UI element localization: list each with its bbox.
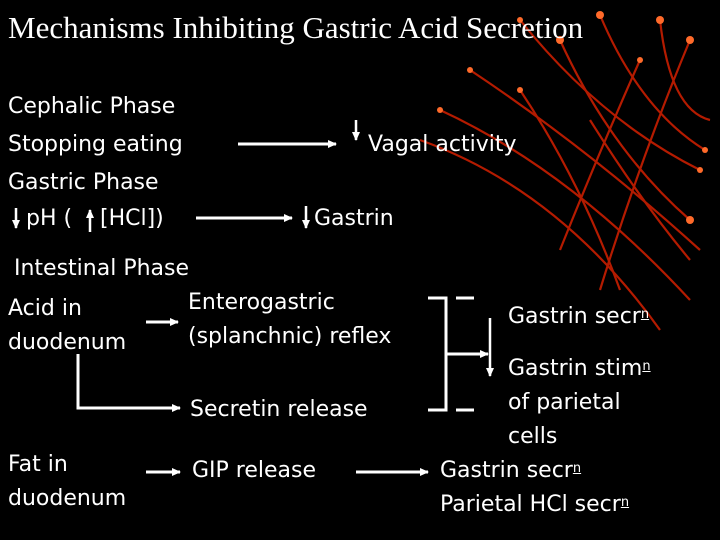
fat-line2: duodenum bbox=[8, 486, 127, 511]
gastric-cause-hcl: [HCl]) bbox=[100, 206, 164, 231]
arrow-acid-secretin bbox=[76, 354, 181, 412]
outcome-gastrin-secr-2: Gastrin secrn bbox=[440, 458, 582, 483]
reflex-line2: (splanchnic) reflex bbox=[188, 324, 392, 349]
bracket-reflex-secretin bbox=[428, 296, 448, 412]
gastric-effect: Gastrin bbox=[314, 206, 394, 231]
cephalic-effect: Vagal activity bbox=[368, 132, 517, 157]
outcome-cells: cells bbox=[508, 424, 558, 449]
gastric-cause-ph: pH ( bbox=[26, 206, 73, 231]
gip-release: GIP release bbox=[192, 458, 317, 483]
outcome-gastrin-stim: Gastrin stimn bbox=[508, 356, 651, 381]
slide-title: Mechanisms Inhibiting Gastric Acid Secre… bbox=[8, 10, 584, 45]
secretin-release: Secretin release bbox=[190, 397, 368, 422]
acid-line2: duodenum bbox=[8, 330, 127, 355]
outcome-gastrin-secr: Gastrin secrn bbox=[508, 304, 650, 329]
outcome-parietal-hcl-secr: Parietal HCl secrn bbox=[440, 492, 630, 517]
gastric-heading: Gastric Phase bbox=[8, 170, 159, 195]
cephalic-cause: Stopping eating bbox=[8, 132, 183, 157]
acid-line1: Acid in bbox=[8, 296, 82, 321]
cephalic-heading: Cephalic Phase bbox=[8, 94, 176, 119]
reflex-line1: Enterogastric bbox=[188, 290, 335, 315]
fat-line1: Fat in bbox=[8, 452, 68, 477]
outcome-parietal: of parietal bbox=[508, 390, 621, 415]
intestinal-heading: Intestinal Phase bbox=[14, 256, 190, 281]
